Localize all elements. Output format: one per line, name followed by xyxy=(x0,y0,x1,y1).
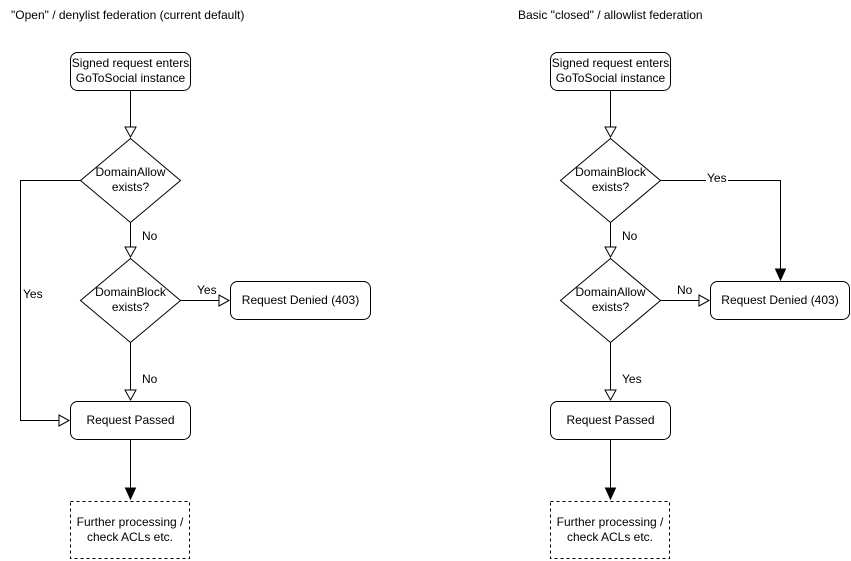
right-decision2-no-label: No xyxy=(676,283,694,298)
right-diagram-title: Basic "closed" / allowlist federation xyxy=(518,8,703,22)
left-further-node-label: Further processing / check ACLs etc. xyxy=(76,515,184,544)
left-decision2-no-label: No xyxy=(141,372,159,387)
right-arrowhead-open-passed xyxy=(604,389,617,402)
left-decision1-label: DomainAllow exists? xyxy=(95,165,166,194)
left-arrowhead-open-decision2 xyxy=(124,246,137,259)
right-arrowhead-open-decision2 xyxy=(604,246,617,259)
right-decision1-no-label: No xyxy=(621,229,639,244)
left-further-node-shape xyxy=(70,501,190,559)
left-arrowhead-open-passed-side xyxy=(58,414,71,427)
left-start-node-label: Signed request enters GoToSocial instanc… xyxy=(71,56,190,85)
left-arrowhead-open-passed xyxy=(124,389,137,402)
left-diagram-title: "Open" / denylist federation (current de… xyxy=(11,8,245,22)
left-arrowhead-open-denied xyxy=(218,294,231,307)
right-denied-node-shape xyxy=(710,281,850,320)
right-arrowhead-open-denied xyxy=(698,294,711,307)
right-further-node-label: Further processing / check ACLs etc. xyxy=(556,515,664,544)
right-arrowhead-open-decision1 xyxy=(604,126,617,139)
left-denied-node-label: Request Denied (403) xyxy=(241,292,360,307)
left-arrowhead-filled-further xyxy=(124,487,137,501)
right-start-node-label: Signed request enters GoToSocial instanc… xyxy=(551,56,670,85)
right-decision2-yes-label: Yes xyxy=(621,372,643,387)
left-passed-node-label: Request Passed xyxy=(86,412,175,427)
right-decision1-label: DomainBlock exists? xyxy=(575,165,646,194)
left-decision2-label: DomainBlock exists? xyxy=(95,285,166,314)
left-decision1-no-label: No xyxy=(141,229,159,244)
right-arrowhead-filled-further xyxy=(604,487,617,501)
left-denied-node-shape xyxy=(230,281,371,320)
left-diagram-shapes xyxy=(20,52,371,559)
right-arrowhead-filled-denied xyxy=(774,268,787,282)
right-diagram-shapes xyxy=(550,52,850,559)
left-arrowhead-open-decision1 xyxy=(124,126,137,139)
right-denied-node-label: Request Denied (403) xyxy=(721,292,839,307)
right-decision2-label: DomainAllow exists? xyxy=(575,285,646,314)
left-decision1-yes-label: Yes xyxy=(22,287,44,302)
right-further-node-shape xyxy=(550,501,670,559)
left-edge-decision1-yes-loop xyxy=(20,180,81,421)
right-decision1-yes-label: Yes xyxy=(706,171,728,186)
left-decision2-yes-label: Yes xyxy=(196,283,218,298)
right-edge-decision1-yes xyxy=(660,180,781,269)
right-passed-node-label: Request Passed xyxy=(566,412,655,427)
